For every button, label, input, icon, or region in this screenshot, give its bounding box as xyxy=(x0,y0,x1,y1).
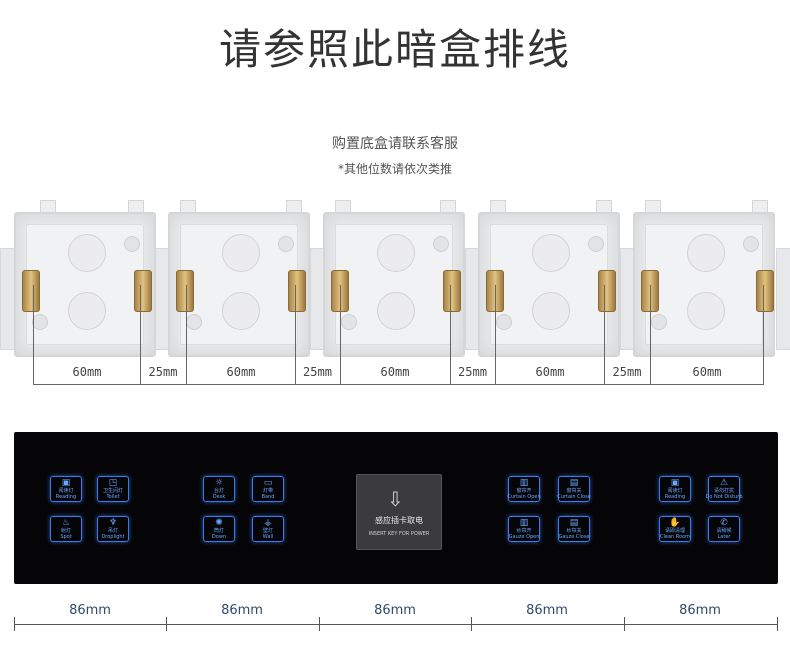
panel-width-label: 86mm xyxy=(526,603,568,618)
switch-key-sublabel: Reading xyxy=(664,494,686,500)
extend-note: *其他位数请依次类推 xyxy=(337,162,452,176)
switch-key-label: 灯带 xyxy=(262,488,273,494)
switch-key-label: 台灯 xyxy=(213,488,224,494)
panel-width-label: 86mm xyxy=(374,603,416,618)
dimension-label: 60mm xyxy=(72,365,102,379)
panel-width-label: 86mm xyxy=(69,603,111,618)
mounting-ear xyxy=(134,270,152,312)
switch-key-sublabel: Toilet xyxy=(106,494,120,500)
ceiling-icon: ✺ xyxy=(215,518,223,528)
switch-key-sublabel: Reading xyxy=(55,494,77,500)
toilet-icon: ◳ xyxy=(108,478,118,488)
switch-key-sublabel: Gauze Open xyxy=(508,534,540,540)
gauze-close-icon: ▤ xyxy=(569,518,579,528)
switch-key-label: 请即清理 xyxy=(664,528,685,534)
page-title: 请参照此暗盒排线 xyxy=(218,25,571,74)
dimension-label: 25mm xyxy=(148,365,178,379)
switch-key-sublabel: Desk xyxy=(212,494,226,500)
switch-key-label: 阅读灯 xyxy=(58,488,74,494)
card-slot-label: 感应插卡取电 xyxy=(375,516,423,525)
junction-box xyxy=(478,212,620,357)
panel-width-label: 86mm xyxy=(679,603,721,618)
dimension-label: 60mm xyxy=(380,365,410,379)
switch-key-sublabel: Down xyxy=(211,534,227,540)
panel-width-label: 86mm xyxy=(221,603,263,618)
curtain-open-icon: ▥ xyxy=(519,478,529,488)
switch-key-label: 请稍候 xyxy=(716,528,732,534)
switch-key-sublabel: Do Not Disturb xyxy=(705,494,743,500)
junction-box xyxy=(168,212,310,357)
box-connector xyxy=(776,248,790,350)
panel-ruler xyxy=(14,624,778,625)
switch-key-label: 请勿打扰 xyxy=(713,488,734,494)
card-slot[interactable]: ⇩ 感应插卡取电 INSERT KEY FOR POWER xyxy=(356,474,442,550)
arrow-down-icon: ⇩ xyxy=(387,487,404,511)
switch-key-sublabel: Later xyxy=(717,534,731,540)
switch-key-label: 纱帘开 xyxy=(516,528,532,534)
switch-key-label: 吊灯 xyxy=(107,528,118,534)
lamp-icon: ⚶ xyxy=(264,518,272,528)
card-slot-sublabel: INSERT KEY FOR POWER xyxy=(368,531,430,537)
bulb-icon: ☼ xyxy=(214,478,224,488)
dimension-label: 60mm xyxy=(692,365,722,379)
bulb-icon: ♆ xyxy=(108,518,118,528)
switch-key-label: 纱帘关 xyxy=(566,528,582,534)
switch-key-sublabel: Droplight xyxy=(101,534,125,540)
lamp-icon: ♨ xyxy=(61,518,71,528)
curtain-close-icon: ▤ xyxy=(569,478,579,488)
switch-key-sublabel: Curtain Open xyxy=(507,494,541,500)
strip-icon: ▭ xyxy=(263,478,273,488)
junction-box xyxy=(633,212,775,357)
switch-key-label: 窗帘开 xyxy=(516,488,532,494)
clean-icon: ✋ xyxy=(669,518,681,528)
book-icon: ▣ xyxy=(61,478,71,488)
dimension-label: 25mm xyxy=(458,365,487,379)
switch-key-label: 壁灯 xyxy=(262,528,273,534)
switch-key-label: 筒灯 xyxy=(213,528,224,534)
switch-key-sublabel: Gauze Close xyxy=(558,534,590,540)
switch-key-label: 阅读灯 xyxy=(667,488,683,494)
mounting-ear xyxy=(756,270,774,312)
switch-key-sublabel: Band xyxy=(261,494,275,500)
switch-key-sublabel: Wall xyxy=(262,534,274,540)
mounting-ear xyxy=(598,270,616,312)
switch-key-sublabel: Curtain Close xyxy=(557,494,591,500)
book-icon: ▣ xyxy=(670,478,680,488)
dimension-label: 60mm xyxy=(535,365,565,379)
mounting-ear xyxy=(176,270,194,312)
contact-note: 购置底盒请联系客服 xyxy=(332,136,458,152)
do-not-disturb-icon: ⚠ xyxy=(719,478,729,488)
switch-key-label: 射灯 xyxy=(60,528,71,534)
switch-key-sublabel: Spot xyxy=(60,534,72,540)
mounting-ear xyxy=(22,270,40,312)
switch-key-label: 卫生间灯 xyxy=(102,488,123,494)
switch-key-sublabel: Clean Room xyxy=(659,534,691,540)
dimension-label: 25mm xyxy=(303,365,332,379)
mounting-ear xyxy=(288,270,306,312)
dimension-label: 60mm xyxy=(226,365,256,379)
gauze-open-icon: ▥ xyxy=(519,518,529,528)
service-icon: ✆ xyxy=(720,518,728,528)
switch-key-label: 窗帘关 xyxy=(566,488,582,494)
mounting-ear xyxy=(443,270,461,312)
dimension-label: 25mm xyxy=(612,365,642,379)
